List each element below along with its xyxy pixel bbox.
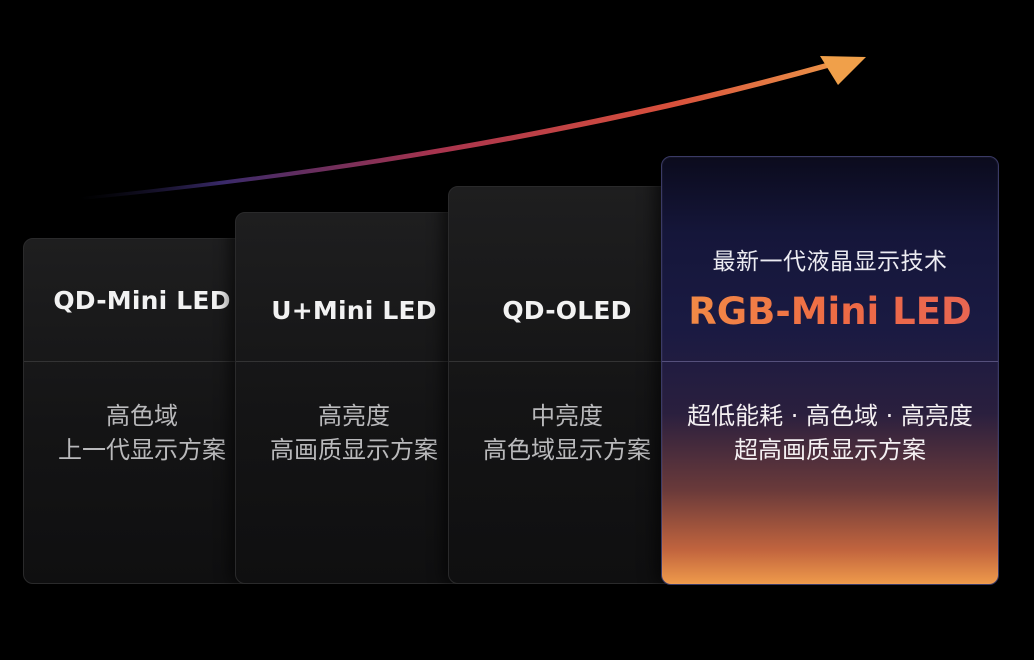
card-desc-line: 超高画质显示方案 (734, 436, 926, 464)
card-desc-line: 上一代显示方案 (58, 436, 226, 464)
card-desc-line: 高亮度 (318, 402, 390, 430)
card-title: U+Mini LED (271, 295, 437, 325)
card-desc-line: 高画质显示方案 (270, 436, 438, 464)
card-desc-line: 高色域 (106, 402, 178, 430)
card-title: QD-OLED (502, 295, 632, 325)
card-desc-line: 超低能耗 · 高色域 · 高亮度 (687, 402, 973, 430)
card-rgb-mini-led: 最新一代液晶显示技术 RGB-Mini LED 超低能耗 · 高色域 · 高亮度… (661, 156, 999, 585)
card-desc-line: 中亮度 (531, 402, 603, 430)
card-description: 中亮度 高色域显示方案 (449, 399, 685, 467)
card-header: U+Mini LED (236, 213, 472, 362)
card-description: 高色域 上一代显示方案 (24, 399, 260, 467)
card-qd-oled: QD-OLED 中亮度 高色域显示方案 (448, 186, 686, 584)
card-header: QD-OLED (449, 187, 685, 362)
card-desc-line: 高色域显示方案 (483, 436, 651, 464)
card-description: 高亮度 高画质显示方案 (236, 399, 472, 467)
card-qd-mini-led: QD-Mini LED 高色域 上一代显示方案 (23, 238, 261, 584)
card-header: 最新一代液晶显示技术 RGB-Mini LED (662, 157, 998, 362)
featured-title: RGB-Mini LED (688, 290, 972, 333)
card-description: 超低能耗 · 高色域 · 高亮度 超高画质显示方案 (662, 399, 998, 467)
card-title: QD-Mini LED (53, 285, 231, 315)
card-u-mini-led: U+Mini LED 高亮度 高画质显示方案 (235, 212, 473, 584)
featured-subtitle: 最新一代液晶显示技术 (712, 249, 948, 275)
card-header: QD-Mini LED (24, 239, 260, 362)
